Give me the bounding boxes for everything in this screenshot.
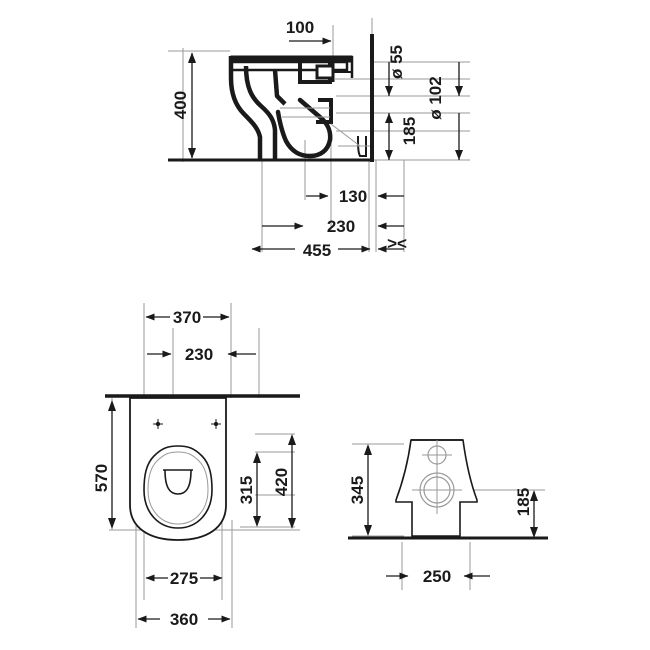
toilet-plan-bowl-inner [147,451,209,525]
dim-230-plan: 230 [147,345,256,364]
dim-370: 370 [145,308,230,327]
dim-400-label: 400 [171,91,190,119]
dim-100: 100 [286,18,332,45]
dim-230-side-label: 230 [327,217,355,236]
dim-185-side: 185 [385,113,463,160]
dim-455: 455 [251,241,371,260]
dim-230-side: 230 [262,217,404,236]
dim-250: 250 [386,567,490,586]
dim-185-front-label: 185 [514,488,533,516]
dim-345-label: 345 [348,476,367,504]
dim-315-label: 315 [237,476,256,504]
dim-360: 360 [137,610,231,629]
front-upper-hole [422,440,452,470]
dim-100-label: 100 [286,18,314,37]
dim-d102-label: ø 102 [426,76,445,119]
dim-230-plan-label: 230 [185,345,213,364]
toilet-plan-bowl [143,445,213,529]
dim-275-label: 275 [170,569,198,588]
plan-top-view: 370 230 570 315 420 [92,303,300,629]
plan-mounting-holes [153,419,221,429]
dim-315: 315 [237,452,261,527]
dim-250-label: 250 [423,567,451,586]
dim-130-label: 130 [339,187,367,206]
dim-345: 345 [348,444,372,536]
dim-d55-label: ø 55 [387,45,406,79]
front-lower-hole [412,466,462,514]
dim-185-side-label: 185 [400,117,419,145]
dim-455-label: 455 [303,241,331,260]
dim-d55: ø 55 [385,45,406,131]
dim-370-label: 370 [173,308,201,327]
front-view: 345 185 250 [348,439,548,590]
dim-gap-marker-label: >< [387,234,407,253]
side-view-extension-lines [182,18,470,252]
side-section-view: 100 400 ø 55 ø 102 [168,18,470,260]
dim-570: 570 [92,400,116,529]
dim-gap-marker: >< [377,234,407,253]
dim-d102: ø 102 [426,62,463,120]
dim-420: 420 [272,434,296,529]
dim-185-front: 185 [514,488,538,538]
dim-400: 400 [168,50,230,159]
dim-570-label: 570 [92,464,111,492]
dim-130: 130 [306,187,404,206]
dim-420-label: 420 [272,468,291,496]
dim-275: 275 [145,569,223,588]
dim-360-label: 360 [170,610,198,629]
toilet-side-outline [228,55,370,160]
